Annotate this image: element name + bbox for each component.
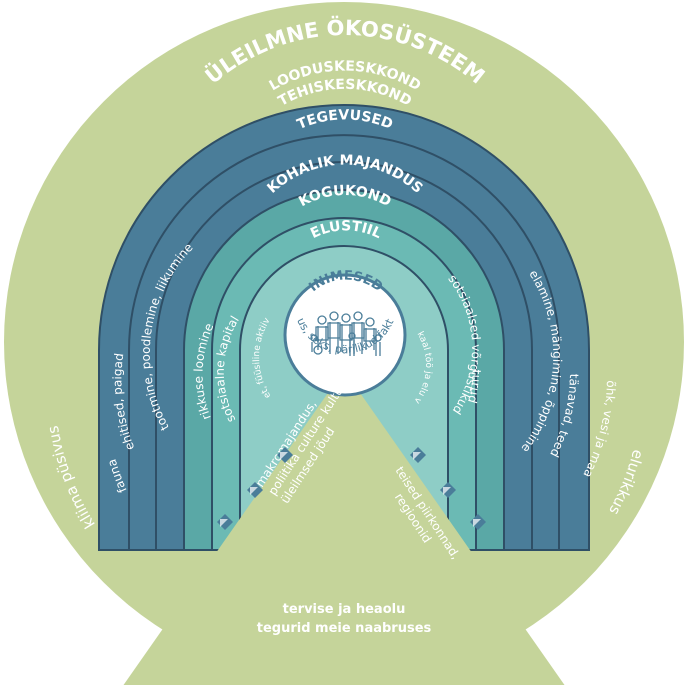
center-circle: [283, 273, 407, 397]
right-label-turud: turud: [465, 370, 483, 405]
bottom-caption-line-1: tervise ja heaolu: [283, 602, 406, 617]
diamond-icon: [277, 447, 293, 463]
bottom-wedge: [123, 370, 565, 685]
diamond-icon: [410, 447, 426, 463]
bottom-caption-line-2: tegurid meie naabruses: [257, 621, 432, 636]
diamond-icon: [470, 514, 486, 530]
diamond-markers: [217, 447, 486, 530]
diamond-icon: [247, 482, 263, 498]
diamond-icon: [440, 482, 456, 498]
people-icon: [310, 311, 382, 356]
ring-label-elustiil: ELUSTIIL: [308, 218, 384, 242]
diamond-icon: [217, 514, 233, 530]
